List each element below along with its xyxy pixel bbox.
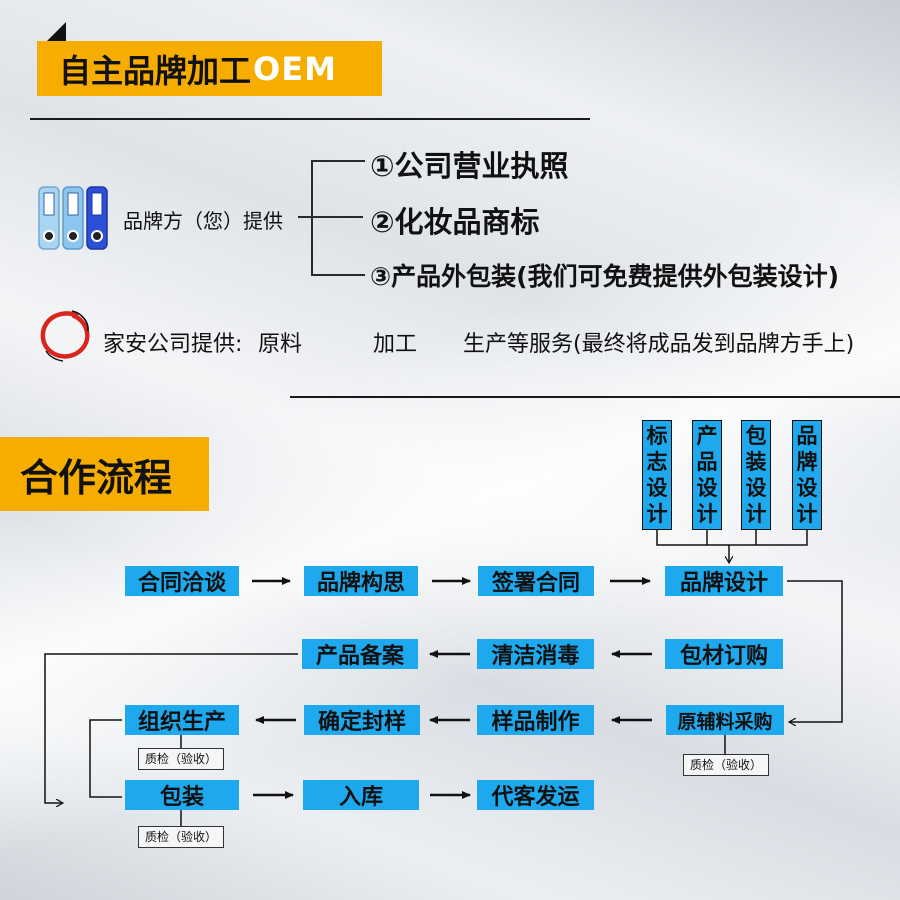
design-box-packaging-c1: 装 bbox=[745, 450, 767, 474]
design-box-packaging: 包 装 设 计 bbox=[741, 420, 771, 530]
design-box-brand-c0: 品 bbox=[796, 424, 818, 448]
design-box-brand-c3: 计 bbox=[796, 502, 818, 526]
step-product-filing: 产品备案 bbox=[302, 639, 418, 669]
design-box-product-c0: 产 bbox=[696, 424, 718, 448]
bracket-tick bbox=[298, 216, 312, 218]
brand-item-license: ①公司营业执照 bbox=[370, 149, 569, 183]
design-box-brand-c2: 设 bbox=[796, 476, 818, 500]
brush-ring-icon bbox=[40, 310, 90, 362]
design-box-product: 产 品 设 计 bbox=[692, 420, 722, 530]
factory-provides-label: 家安公司提供: bbox=[103, 332, 243, 357]
design-box-logo-c1: 志 bbox=[646, 450, 668, 474]
design-box-packaging-c0: 包 bbox=[745, 424, 767, 448]
section-title-process-text: 合作流程 bbox=[20, 455, 173, 500]
design-box-logo-c3: 计 bbox=[646, 502, 668, 526]
section-title-oem-text: OEM bbox=[253, 49, 337, 88]
step-shipping: 代客发运 bbox=[477, 780, 594, 810]
design-box-product-c3: 计 bbox=[696, 502, 718, 526]
factory-processing: 加工 bbox=[373, 332, 418, 357]
qc-label-packing: 质检（验收） bbox=[138, 826, 225, 848]
design-box-logo: 标 志 设 计 bbox=[642, 420, 672, 530]
design-box-brand: 品 牌 设 计 bbox=[792, 420, 822, 530]
design-box-product-c1: 品 bbox=[696, 450, 718, 474]
step-confirm-sample: 确定封样 bbox=[304, 705, 420, 735]
step-sample-making: 样品制作 bbox=[477, 705, 594, 735]
design-box-logo-c2: 设 bbox=[646, 476, 668, 500]
step-contract-talks: 合同洽谈 bbox=[125, 566, 239, 596]
section-title-process: 合作流程 bbox=[0, 437, 209, 511]
bracket-middle-line bbox=[311, 216, 363, 218]
factory-raw-material: 原料 bbox=[258, 332, 303, 357]
step-sign-contract: 签署合同 bbox=[478, 566, 594, 596]
divider-top bbox=[30, 118, 590, 120]
design-box-product-c2: 设 bbox=[696, 476, 718, 500]
design-box-logo-c0: 标 bbox=[646, 424, 668, 448]
qc-label-raw-material: 质检（验收） bbox=[683, 754, 770, 776]
step-cleaning: 清洁消毒 bbox=[477, 639, 594, 669]
design-box-packaging-c2: 设 bbox=[745, 476, 767, 500]
qc-label-production: 质检（验收） bbox=[138, 748, 225, 770]
section-title-text: 自主品牌加工 bbox=[59, 51, 252, 90]
step-raw-material: 原辅料采购 bbox=[666, 705, 784, 735]
step-packing: 包装 bbox=[125, 780, 239, 810]
brand-item-packaging: ③产品外包装(我们可免费提供外包装设计) bbox=[370, 262, 840, 291]
design-box-brand-c1: 牌 bbox=[796, 450, 818, 474]
factory-services: 生产等服务(最终将成品发到品牌方手上) bbox=[463, 332, 855, 357]
divider-middle bbox=[290, 396, 900, 398]
step-packaging-order: 包材订购 bbox=[665, 639, 783, 669]
brand-items-bracket bbox=[311, 160, 365, 276]
brand-item-trademark: ②化妆品商标 bbox=[370, 205, 540, 239]
step-production: 组织生产 bbox=[125, 705, 239, 735]
design-box-packaging-c3: 计 bbox=[745, 502, 767, 526]
step-brand-design: 品牌设计 bbox=[665, 566, 783, 596]
binders-icon bbox=[38, 186, 108, 250]
brand-provides-label: 品牌方（您）提供 bbox=[123, 209, 283, 233]
step-brand-concept: 品牌构思 bbox=[304, 566, 418, 596]
corner-triangle bbox=[46, 22, 66, 42]
step-warehousing: 入库 bbox=[303, 780, 419, 810]
